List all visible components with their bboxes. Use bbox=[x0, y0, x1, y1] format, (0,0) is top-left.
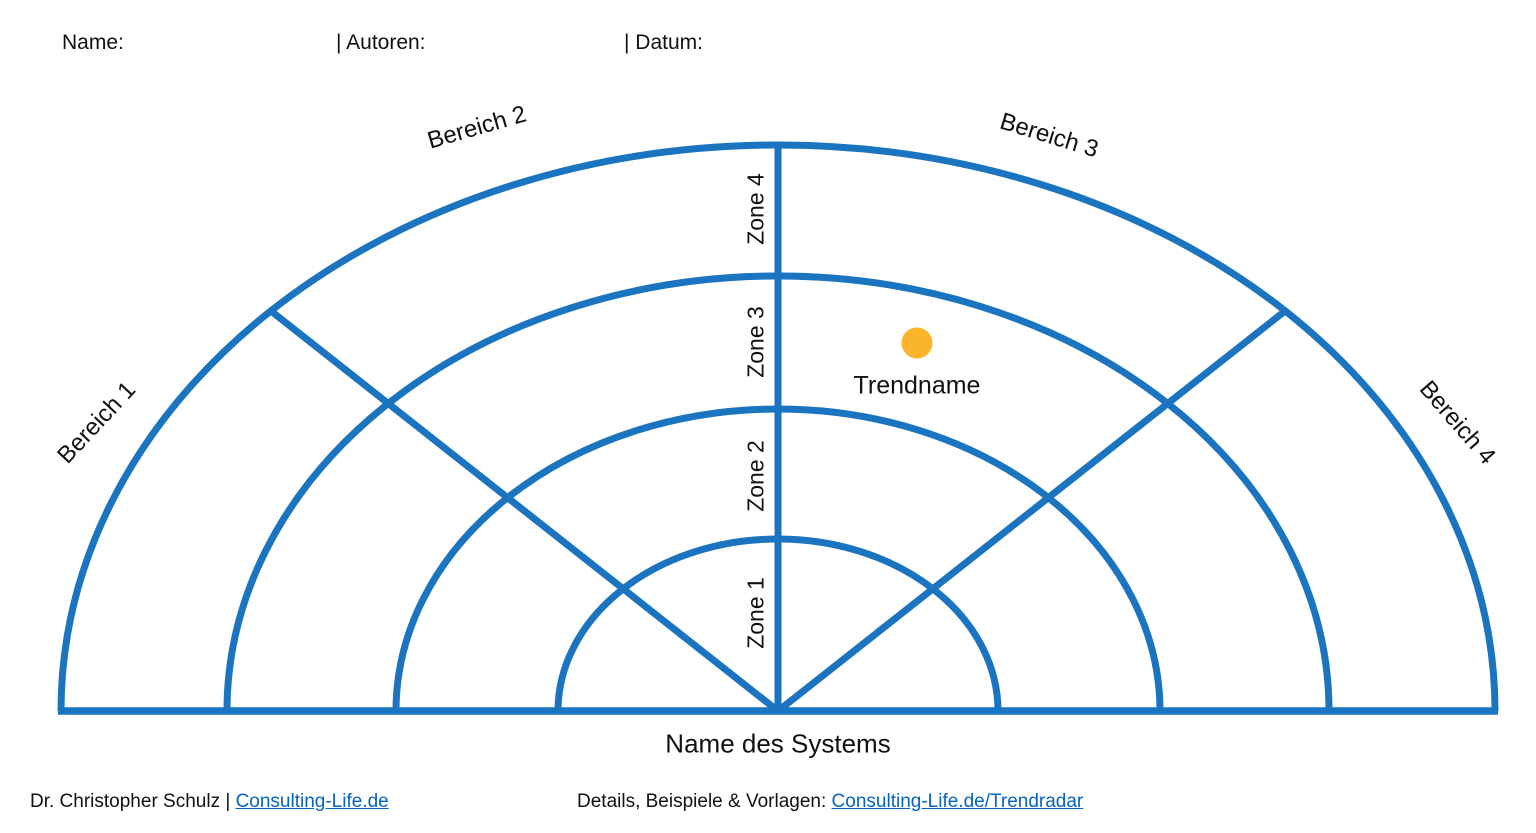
zone-label-4: Zone 4 bbox=[742, 173, 769, 245]
sector-line-left bbox=[268, 308, 781, 714]
footer-author-text: Dr. Christopher Schulz | bbox=[30, 791, 236, 812]
footer-details-link[interactable]: Consulting-Life.de/Trendradar bbox=[831, 791, 1084, 812]
trend-dot[interactable] bbox=[901, 327, 933, 359]
zone-label-1: Zone 1 bbox=[742, 577, 769, 649]
header-autoren-label: | Autoren: bbox=[336, 31, 426, 54]
footer-details-text: Details, Beispiele & Vorlagen: bbox=[577, 791, 832, 812]
footer-author: Dr. Christopher Schulz | Consulting-Life… bbox=[30, 791, 389, 813]
trend-label[interactable]: Trendname bbox=[853, 371, 981, 400]
system-name-label: Name des Systems bbox=[665, 728, 891, 759]
footer-details: Details, Beispiele & Vorlagen: Consultin… bbox=[577, 791, 1083, 813]
zone-label-3: Zone 3 bbox=[742, 306, 769, 378]
header-name-label: Name: bbox=[62, 31, 124, 54]
header-datum-label: | Datum: bbox=[624, 31, 703, 54]
zone-label-2: Zone 2 bbox=[742, 440, 769, 512]
sector-line-right bbox=[775, 308, 1288, 714]
footer-author-link[interactable]: Consulting-Life.de bbox=[235, 791, 389, 812]
